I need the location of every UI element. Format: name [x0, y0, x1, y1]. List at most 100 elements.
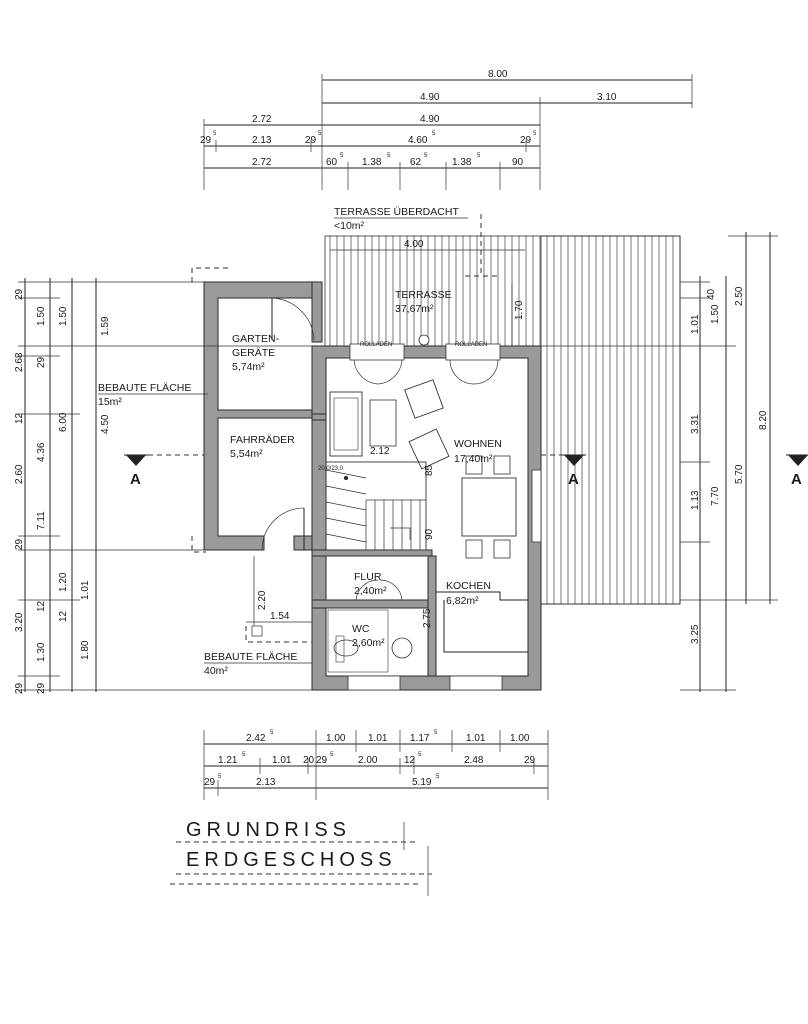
dim-bottom-r2a: 1.21: [218, 755, 238, 766]
dim-bottom-r3a-sup: 5: [218, 774, 222, 780]
top-dimension-chains: 8.00 4.90 3.10 2.72 4.90 29 5 2.13 29 5 …: [200, 69, 693, 190]
dim-left-c2a: 1.50: [36, 306, 47, 326]
dim-left-c3c: 1.20: [58, 572, 69, 592]
dim-left-c2g: 29: [36, 682, 47, 694]
terrasse-ueberdacht-label: TERRASSE ÜBERDACHT: [334, 206, 459, 218]
dim-bottom-r2f: 12: [404, 755, 416, 766]
dim-top-r4a: 29: [200, 135, 212, 146]
walls: [203, 281, 542, 691]
dim-bottom-r1a-sup: 5: [270, 730, 274, 736]
section-mark-right: A: [791, 471, 802, 488]
fahrraeder-label: FAHRRÄDER: [230, 434, 295, 446]
dim-top-r3b: 4.90: [420, 114, 440, 125]
dim-top-r5b-sup: 5: [340, 153, 344, 159]
rolladen-1-label: ROLLADEN: [360, 342, 392, 348]
dim-right-c3a: 2.50: [734, 286, 745, 306]
dim-left-c1a: 29: [14, 288, 25, 300]
dim-right-c1c: 3.31: [690, 414, 701, 434]
dim-bottom-r1c: 1.01: [368, 733, 388, 744]
dim-terrasse-depth: 1.70: [514, 300, 525, 320]
dim-bottom-r2a-sup: 5: [242, 752, 246, 758]
dim-right-c3b: 5.70: [734, 464, 745, 484]
dim-top-r4e: 29: [520, 135, 532, 146]
section-mark-left: A: [130, 471, 141, 488]
dim-left-c2e: 12: [36, 600, 47, 612]
room-labels: GARTEN- GERÄTE 5,74m² FAHRRÄDER 5,54m² W…: [98, 333, 502, 677]
dim-top-r4d: 4.60: [408, 135, 428, 146]
dim-bottom-r2h: 29: [524, 755, 536, 766]
dim-left-c2c: 4.36: [36, 442, 47, 462]
dim-left-c1e: 29: [14, 538, 25, 550]
dim-left-c1b: 2.68: [14, 352, 25, 372]
dim-bottom-r1a: 2.42: [246, 733, 266, 744]
dim-kochen-h: 2.75: [422, 608, 433, 628]
dim-flur-w: 1.54: [270, 611, 290, 622]
terrasse-label: TERRASSE: [395, 289, 452, 301]
rolladen-2-label: ROLLADEN: [455, 342, 487, 348]
dim-top-r5a: 2.72: [252, 157, 272, 168]
dim-left-c1c: 12: [14, 412, 25, 424]
flur-label: FLUR: [354, 571, 382, 583]
dim-top-r2a: 4.90: [420, 92, 440, 103]
dim-top-r5e: 1.38: [452, 157, 472, 168]
terrasse-area: 37,67m²: [395, 303, 434, 315]
dim-left-c3b: 6.00: [58, 412, 69, 432]
dim-bottom-r2b: 1.01: [272, 755, 292, 766]
bebaute-flaeche-1: BEBAUTE FLÄCHE: [98, 382, 191, 394]
title-line-1: GRUNDRISS: [186, 819, 351, 841]
dim-bottom-r2e: 2.00: [358, 755, 378, 766]
dim-bottom-r1d: 1.17: [410, 733, 430, 744]
dim-left-c3f: 1.80: [80, 640, 91, 660]
dim-top-r4a-sup: 5: [213, 131, 217, 137]
dim-bottom-r1f: 1.00: [510, 733, 530, 744]
doors-windows: ROLLADEN ROLLADEN: [261, 297, 542, 691]
dim-right-c2b: 7.70: [710, 486, 721, 506]
bottom-dimension-chains: 2.42 5 1.00 1.01 1.17 5 1.01 1.00 1.21 5…: [203, 730, 549, 800]
stair-note: 20,0/23,0: [318, 466, 344, 472]
dim-bottom-r3b: 2.13: [256, 777, 276, 788]
dim-top-total: 8.00: [488, 69, 508, 80]
dim-bottom-r1d-sup: 5: [434, 730, 438, 736]
dim-top-r5d: 62: [410, 157, 422, 168]
dim-terrasse-width: 4.00: [404, 239, 424, 250]
garten-area: 5,74m²: [232, 361, 265, 373]
dim-right-c4: 8.20: [758, 410, 769, 430]
dim-bottom-r1e: 1.01: [466, 733, 486, 744]
dim-top-r5e-sup: 5: [477, 153, 481, 159]
kochen-area: 6,82m²: [446, 595, 479, 607]
dim-top-r5c-sup: 5: [387, 153, 391, 159]
dim-top-r2b: 3.10: [597, 92, 617, 103]
dim-right-c2a: 1.50: [710, 304, 721, 324]
dim-top-r4e-sup: 5: [533, 131, 537, 137]
wc-label: WC: [352, 623, 370, 635]
garten-label-2: GERÄTE: [232, 347, 275, 359]
dim-left-c1f: 3.20: [14, 612, 25, 632]
dim-left-c3a: 1.50: [58, 306, 69, 326]
terrace-covered: TERRASSE ÜBERDACHT <10m² 4.00 TERRASSE 3…: [324, 206, 542, 347]
dim-right-c1e: 3.25: [690, 624, 701, 644]
dim-right-c1b: 1.01: [690, 314, 701, 334]
dim-left-c3d: 12: [58, 610, 69, 622]
dim-top-r4d-sup: 5: [432, 131, 436, 137]
furniture: [327, 379, 528, 673]
dim-left-c4b: 4.50: [100, 414, 111, 434]
dim-left-c3e: 1.01: [80, 580, 91, 600]
stair-tread: [325, 501, 367, 511]
dim-bottom-r1b: 1.00: [326, 733, 346, 744]
left-dimension-chains: 29 2.68 12 2.60 29 3.20 29 1.50 29 4.36 …: [14, 278, 312, 694]
stair-tread: [325, 533, 367, 543]
staircase: 20,0/23,0 85 90: [318, 461, 435, 551]
dim-left-c2b: 29: [36, 356, 47, 368]
fahrraeder-area: 5,54m²: [230, 448, 263, 460]
dim-bottom-r2d: 29: [316, 755, 328, 766]
dim-bottom-r2f-sup: 5: [418, 752, 422, 758]
dim-bottom-r3c-sup: 5: [436, 774, 440, 780]
dim-top-r5d-sup: 5: [424, 153, 428, 159]
dim-flur-h: 2.20: [257, 590, 268, 610]
dim-top-r5c: 1.38: [362, 157, 382, 168]
flur-area: 2,40m²: [354, 585, 387, 597]
dim-stair-a: 85: [424, 464, 435, 476]
terrasse-ueberdacht-area: <10m²: [334, 220, 365, 232]
dim-top-r5b: 60: [326, 157, 338, 168]
